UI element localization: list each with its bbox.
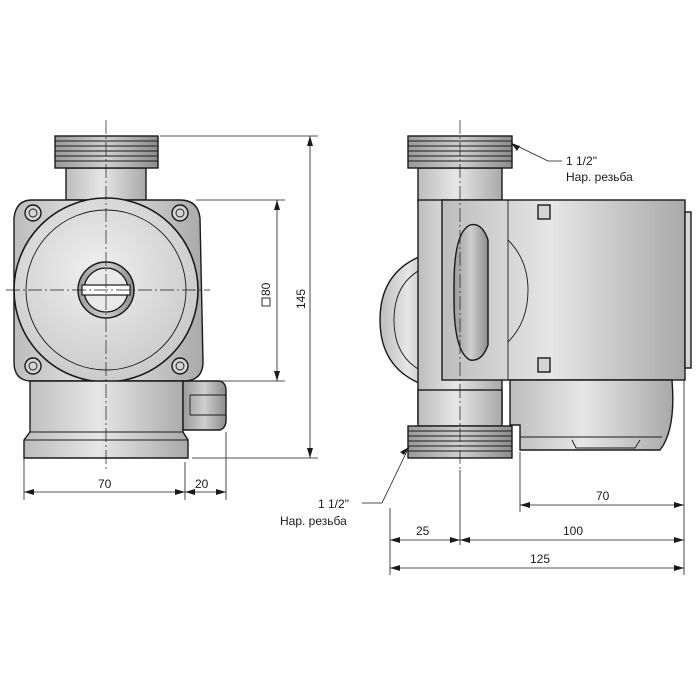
- callout-thread-top: 1 1/2" Нар. резьба: [510, 142, 633, 184]
- dim-side-total-label: 125: [530, 552, 550, 566]
- dim-side-25-100: 25 100: [389, 470, 685, 575]
- dim-height-145: 145: [160, 135, 318, 459]
- dim-side-motor-label: 70: [596, 489, 610, 503]
- side-view: 1 1/2" Нар. резьба 1 1/2" Нар. резьба 70: [280, 120, 692, 575]
- front-cable-gland: [182, 380, 227, 431]
- dim-square-80-label: 80: [259, 282, 273, 296]
- dim-side-motor-70: 70: [519, 380, 685, 512]
- thread-bottom-type: Нар. резьба: [280, 514, 347, 528]
- dim-side-left-label: 25: [416, 524, 430, 538]
- dim-front-bottom: 70 20: [23, 432, 227, 500]
- dim-front-width-label: 70: [98, 477, 112, 491]
- callout-thread-bottom: 1 1/2" Нар. резьба: [280, 446, 410, 528]
- thread-bottom-size: 1 1/2": [318, 497, 349, 511]
- dim-height-145-label: 145: [294, 289, 308, 309]
- side-window: [453, 223, 489, 361]
- dim-side-middle-label: 100: [563, 524, 583, 538]
- front-screws: [24, 204, 189, 375]
- thread-top-size: 1 1/2": [566, 154, 597, 168]
- front-top-thread: [54, 135, 159, 201]
- dim-square-80: 80: [196, 199, 285, 382]
- dim-front-offset-label: 20: [195, 477, 209, 491]
- dim-side-125: 125: [390, 552, 684, 571]
- thread-top-type: Нар. резьба: [566, 170, 633, 184]
- front-view: 80 145 70 20: [6, 120, 318, 500]
- side-terminal-box: [509, 379, 674, 451]
